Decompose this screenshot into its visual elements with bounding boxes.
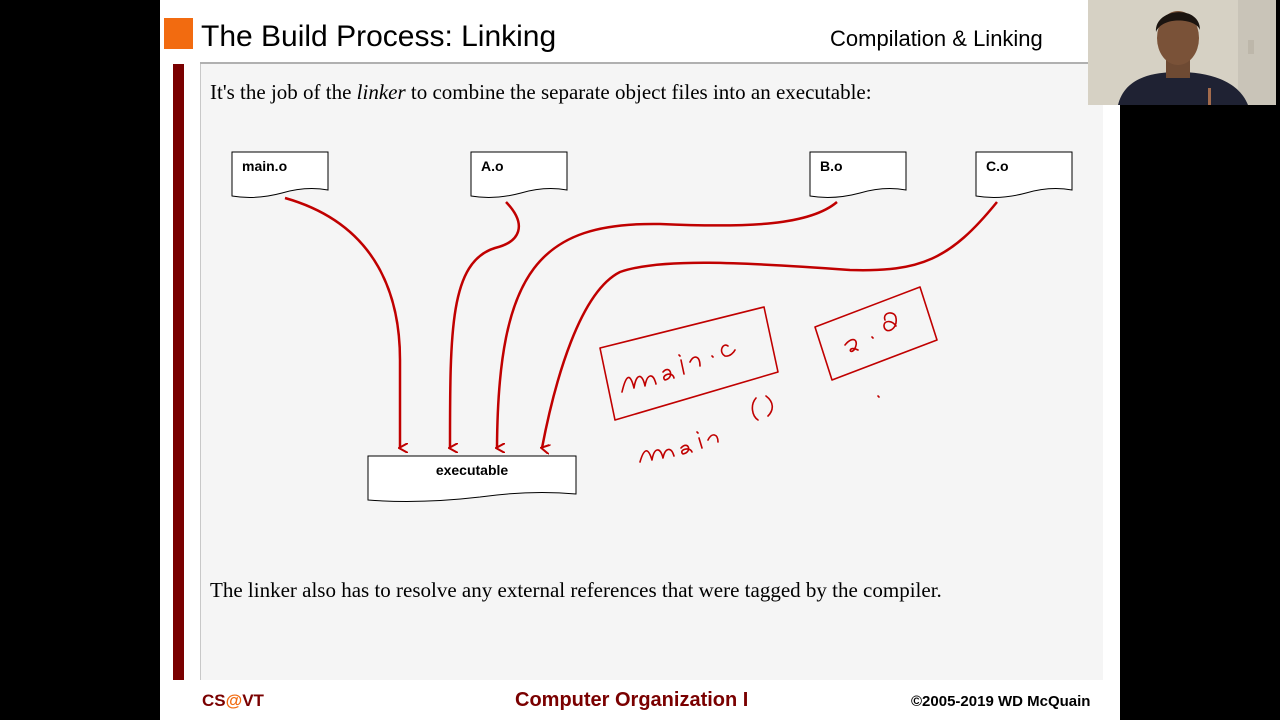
input-file-b-o: B.o <box>809 151 907 198</box>
annotation-box-main-c <box>599 306 779 421</box>
annotation-scribble-a-o <box>844 312 897 353</box>
footer-left-at: @ <box>225 691 243 710</box>
webcam-presenter-image <box>1088 0 1276 105</box>
input-file-label: B.o <box>820 158 843 174</box>
intro-text: It's the job of the linker to combine th… <box>210 80 872 105</box>
input-file-label: C.o <box>986 158 1009 174</box>
content-area <box>200 64 1103 680</box>
intro-text-after: to combine the separate object files int… <box>405 80 872 104</box>
footer-course-title: Computer Organization I <box>515 689 749 711</box>
resolve-text: The linker also has to resolve any exter… <box>210 578 942 602</box>
output-file-label: executable <box>436 462 509 478</box>
arrow-a-to-executable <box>450 201 520 448</box>
input-file-label: A.o <box>481 158 504 174</box>
footer-left-prefix: CS <box>202 691 226 710</box>
intro-text-before: It's the job of the <box>210 80 357 104</box>
input-file-c-o: C.o <box>975 151 1073 198</box>
section-title: Compilation & Linking <box>830 26 1043 51</box>
title-accent-square <box>164 18 193 49</box>
arrow-b-to-executable <box>497 201 838 448</box>
intro-text-emphasis: linker <box>356 80 406 104</box>
annotation-scribble-main-call <box>639 395 774 463</box>
linking-diagram: main.o A.o B.o C.o executable <box>231 151 1073 502</box>
arrow-main-to-executable <box>284 196 400 448</box>
footer-copyright: ©2005-2019 WD McQuain <box>911 693 1091 710</box>
webcam-presenter <box>1088 0 1276 105</box>
annotation-box-a-o <box>814 286 938 381</box>
arrow-c-to-executable <box>542 201 998 448</box>
output-file-executable: executable <box>367 455 577 502</box>
annotation-scribble-main-c <box>621 344 736 393</box>
handwritten-annotations <box>599 286 938 463</box>
annotation-dot <box>877 395 880 398</box>
input-file-a-o: A.o <box>470 151 568 198</box>
slide-title: The Build Process: Linking <box>201 20 557 53</box>
slide: The Build Process: Linking Compilation &… <box>160 0 1120 720</box>
title-divider <box>200 62 1090 64</box>
input-file-main-o: main.o <box>231 151 329 198</box>
input-file-label: main.o <box>242 158 287 174</box>
footer-left-suffix: VT <box>242 691 264 710</box>
footer-left: CS@VT <box>202 691 264 711</box>
left-accent-bar <box>173 64 184 680</box>
